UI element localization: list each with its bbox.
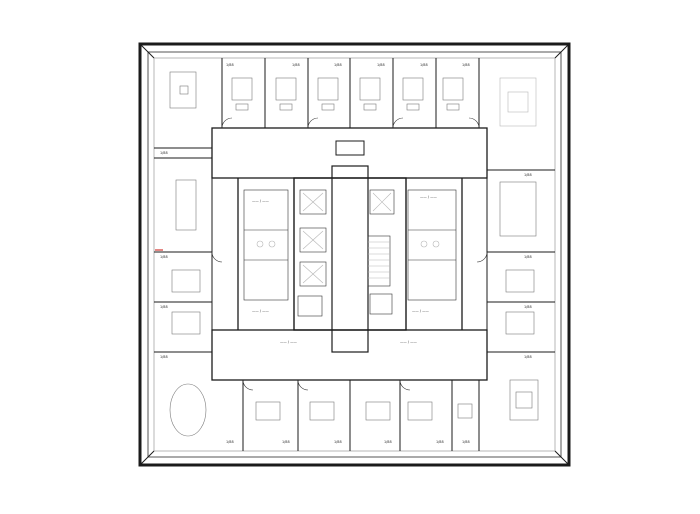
core-label: —— / —— bbox=[412, 309, 429, 313]
north-offices bbox=[221, 58, 480, 129]
core-label: —— / —— bbox=[280, 340, 297, 344]
room-label: 1/88 bbox=[160, 305, 168, 309]
room-label: 1/88 bbox=[524, 355, 532, 359]
room-label: 1/88 bbox=[420, 63, 428, 67]
room-label: 1/88 bbox=[226, 440, 234, 444]
core-labels: —— / —— —— / —— —— / —— —— / —— —— / —— … bbox=[252, 195, 437, 344]
room-label: 1/88 bbox=[524, 173, 532, 177]
south-furniture bbox=[169, 379, 539, 437]
room-label: 1/88 bbox=[524, 255, 532, 259]
room-label: 1/88 bbox=[436, 440, 444, 444]
east-offices bbox=[486, 128, 555, 380]
room-label: 1/88 bbox=[292, 63, 300, 67]
room-label: 1/88 bbox=[334, 63, 342, 67]
west-offices bbox=[154, 147, 213, 380]
core-label: —— / —— bbox=[400, 340, 417, 344]
room-label: 1/88 bbox=[282, 440, 290, 444]
core-label: —— / —— bbox=[252, 199, 269, 203]
room-label: 1/88 bbox=[377, 63, 385, 67]
core-label: —— / —— bbox=[420, 195, 437, 199]
room-label: 1/88 bbox=[160, 255, 168, 259]
east-furniture bbox=[499, 181, 537, 335]
room-labels: 1/88 1/88 1/88 1/88 1/88 1/88 1/88 1/88 … bbox=[160, 63, 532, 444]
room-label: 1/88 bbox=[334, 440, 342, 444]
room-label: 1/88 bbox=[524, 305, 532, 309]
core-label: —— / —— bbox=[252, 309, 269, 313]
door-swings bbox=[211, 117, 488, 391]
room-label: 1/88 bbox=[160, 355, 168, 359]
room-label: 1/88 bbox=[384, 440, 392, 444]
room-label: 1/88 bbox=[160, 151, 168, 155]
north-furniture bbox=[169, 71, 537, 127]
room-label: 1/88 bbox=[462, 440, 470, 444]
core bbox=[243, 140, 457, 353]
room-label: 1/88 bbox=[226, 63, 234, 67]
west-furniture bbox=[171, 179, 201, 335]
building-outline bbox=[138, 42, 571, 467]
room-label: 1/88 bbox=[462, 63, 470, 67]
